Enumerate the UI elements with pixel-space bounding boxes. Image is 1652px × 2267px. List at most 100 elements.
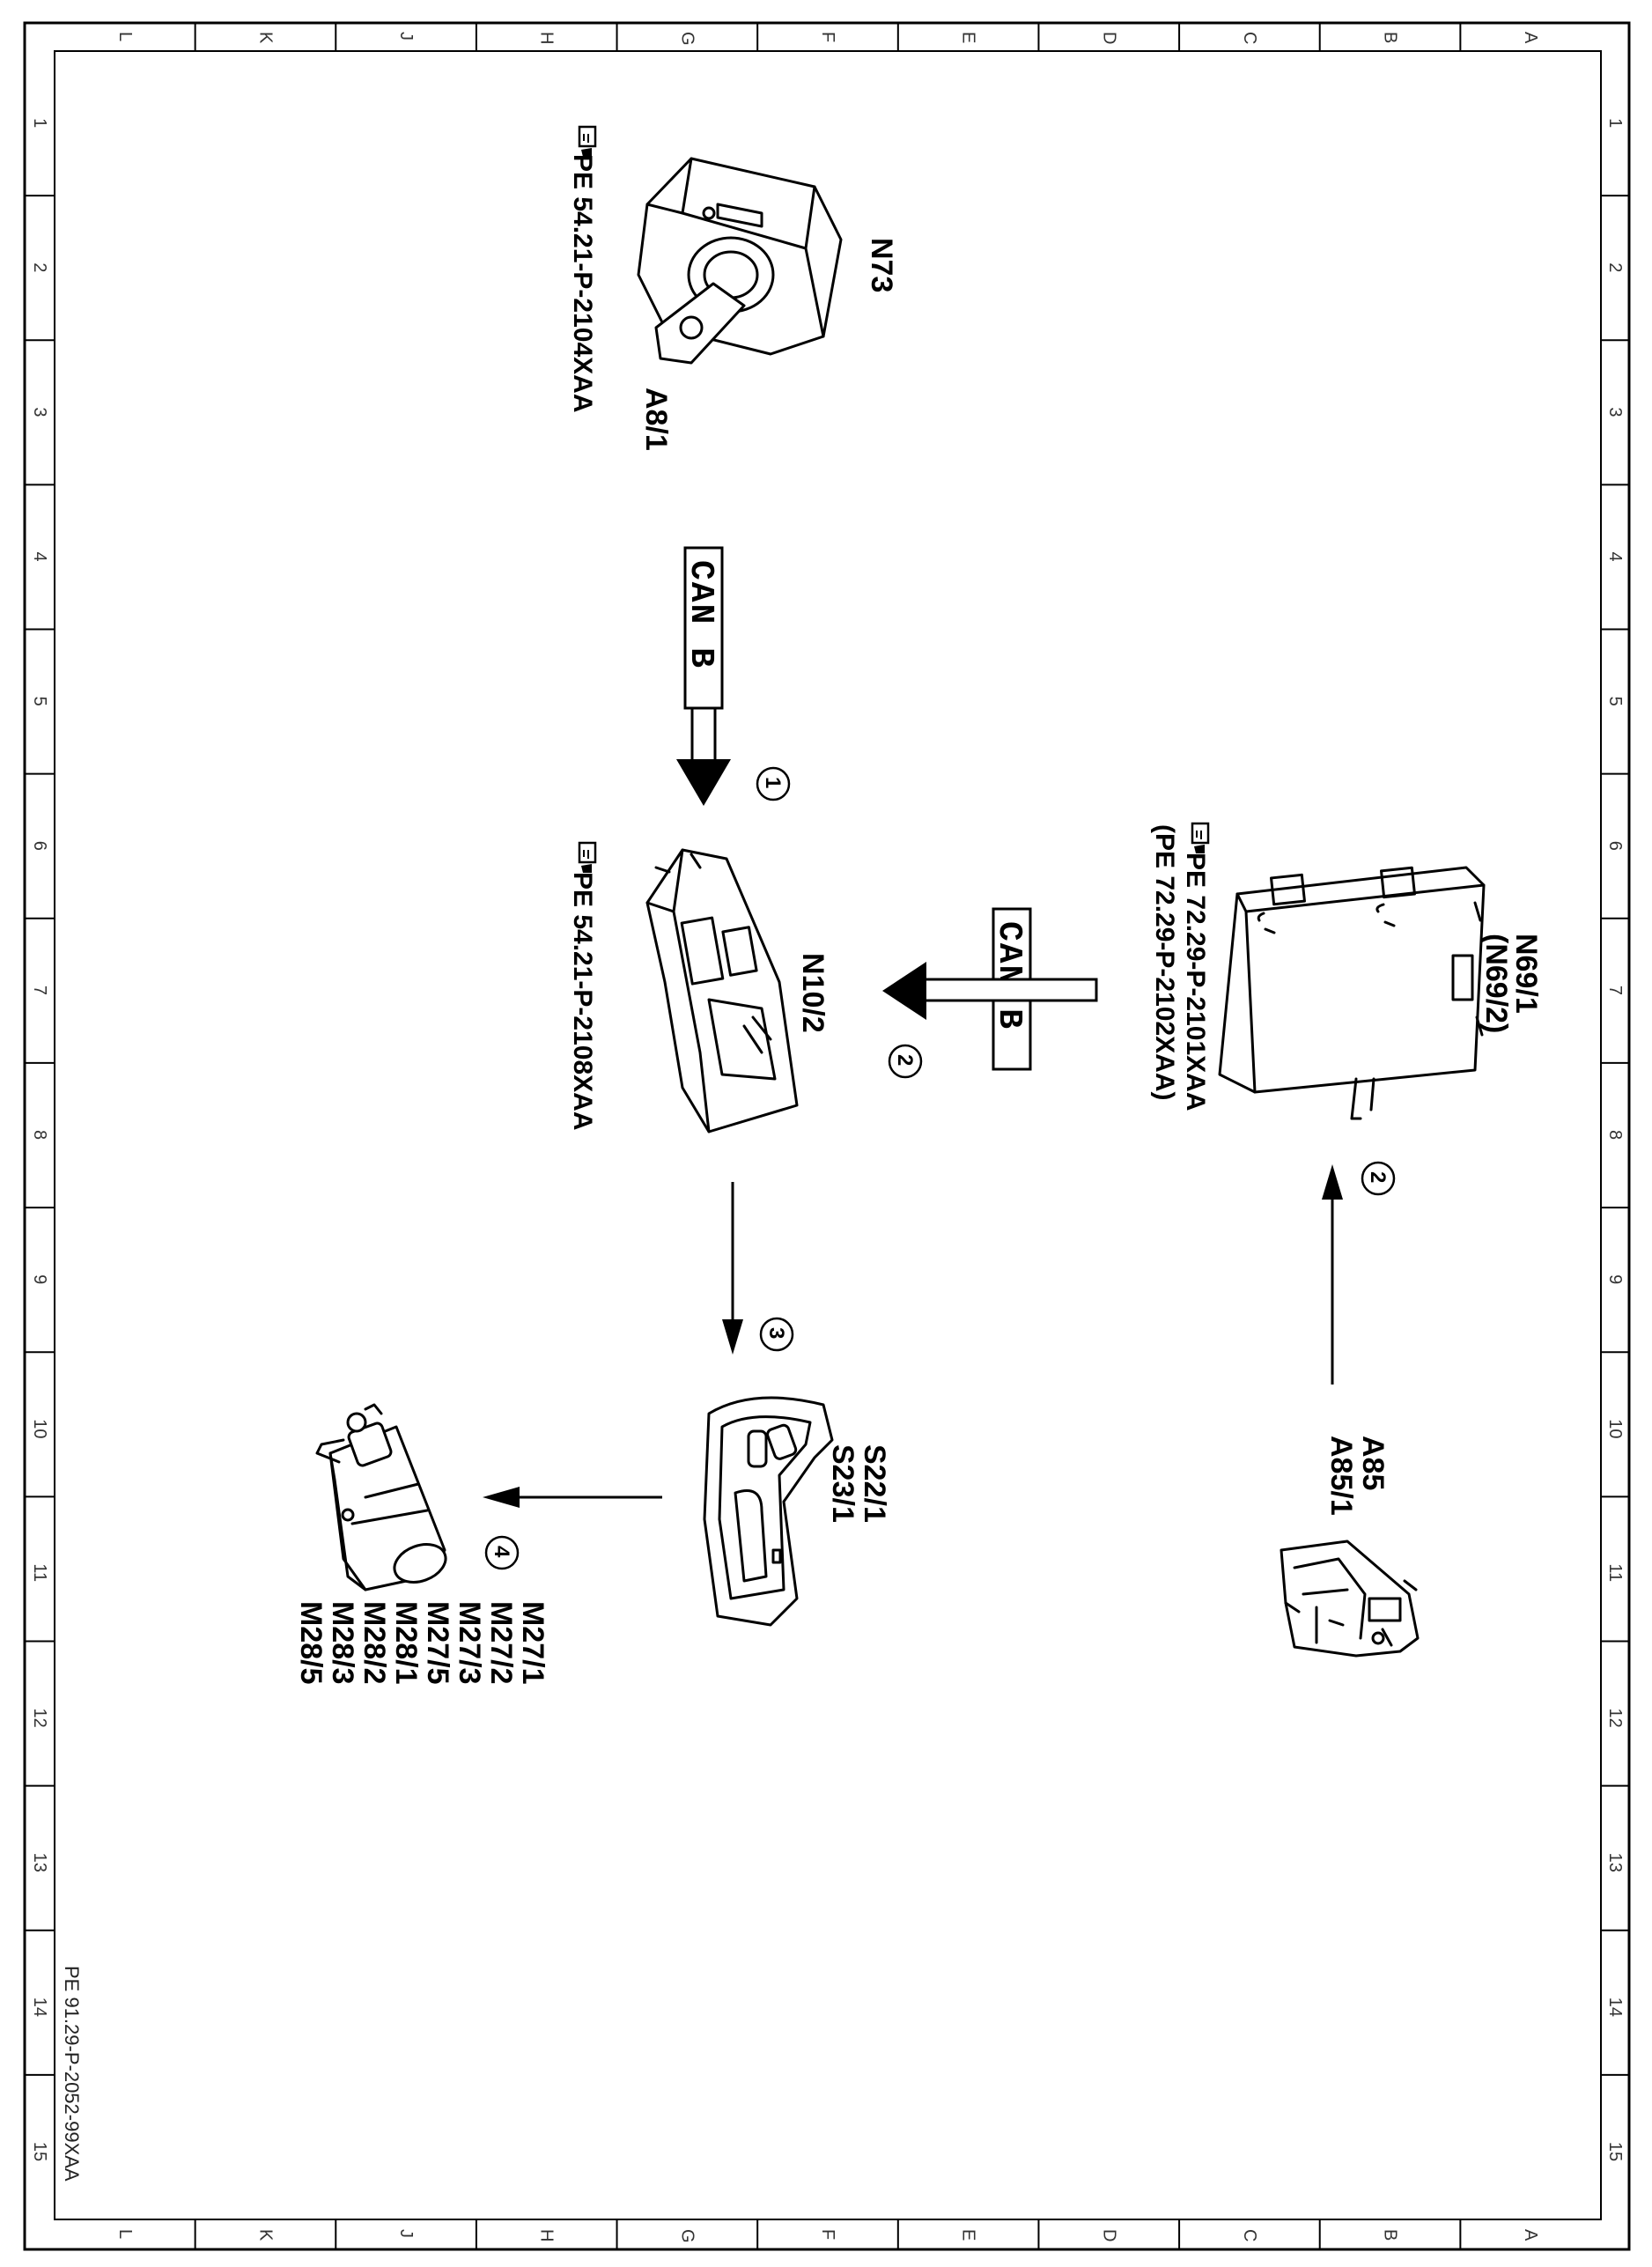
motor-label-3: M27/5 <box>421 1601 454 1685</box>
step-2-marker-mid: 2 <box>888 1044 923 1079</box>
motor-label-6: M28/3 <box>326 1601 359 1685</box>
svg-text:4: 4 <box>490 1546 513 1558</box>
grid-row-label: 4 <box>30 551 49 561</box>
grid-column-label: C <box>1240 32 1259 44</box>
grid-row-label: 5 <box>30 697 49 706</box>
grid-row-label: 10 <box>1605 1419 1625 1438</box>
n10-2-label: N10/2 <box>796 953 830 1033</box>
motor-label-2: M27/3 <box>453 1601 486 1685</box>
grid-column-label: D <box>1099 2229 1118 2241</box>
grid-row-label: 7 <box>30 986 49 995</box>
pointing-hand-book-icon <box>578 841 597 873</box>
grid-column-label: K <box>255 32 275 44</box>
grid-column-label: L <box>115 32 135 41</box>
grid-column-label: H <box>537 2229 557 2241</box>
motor-label-5: M28/2 <box>358 1601 391 1685</box>
a85-lock-drawing <box>1280 1540 1420 1658</box>
grid-column-label: B <box>1381 32 1400 43</box>
grid-row-label: 6 <box>30 841 49 851</box>
grid-column-label: E <box>959 32 978 43</box>
a85-label-line2: A85/1 <box>1324 1436 1358 1516</box>
grid-column-label: H <box>537 32 557 44</box>
n10-2-ref: PE 54.21-P-2108XAA <box>568 872 597 1131</box>
svg-text:2: 2 <box>1366 1171 1390 1183</box>
grid-row-label: 11 <box>30 1563 49 1582</box>
grid-row-label: 15 <box>30 2142 49 2161</box>
grid-ticks <box>25 23 1629 2249</box>
grid-row-label: 8 <box>30 1130 49 1140</box>
grid-row-label: 1 <box>1605 118 1625 128</box>
grid-row-label: 10 <box>30 1419 49 1438</box>
grid-column-label: C <box>1240 2229 1259 2241</box>
grid-row-label: 2 <box>1605 262 1625 272</box>
pointing-hand-book-icon <box>1191 822 1210 853</box>
grid-column-label: E <box>959 2229 978 2241</box>
arrow-a85-to-n69 <box>1322 1164 1343 1385</box>
s22-seat-switch-drawing <box>703 1396 834 1627</box>
grid-row-label: 9 <box>30 1274 49 1284</box>
grid-row-label: 3 <box>1605 407 1625 417</box>
motor-label-0: M27/1 <box>516 1601 549 1685</box>
grid-column-label: D <box>1099 32 1118 44</box>
n69-ref2: (PE 72.29-P-2102XAA) <box>1150 824 1179 1100</box>
document-number: PE 91.29-P-2052-99XAA <box>61 1966 83 2182</box>
arrow-n10-2-to-s22 <box>722 1182 743 1355</box>
grid-row-label: 13 <box>30 1853 49 1872</box>
s22-label-line2: S23/1 <box>826 1444 859 1523</box>
grid-row-label: 7 <box>1605 986 1625 995</box>
step-3-marker: 3 <box>759 1317 794 1352</box>
can-mid-label: CAN B <box>990 921 1028 1030</box>
grid-column-label: A <box>1521 32 1540 44</box>
n69-label-line1: N69/1 <box>1509 934 1543 1014</box>
can-mid-arrow <box>882 962 1098 1020</box>
n69-ref1: PE 72.29-P-2101XAA <box>1181 853 1210 1111</box>
step-2-marker-right: 2 <box>1361 1161 1396 1196</box>
grid-row-label: 15 <box>1605 2142 1625 2161</box>
pointing-hand-book-icon <box>578 125 597 157</box>
grid-row-label: 14 <box>1605 1997 1625 2017</box>
grid-row-label: 11 <box>1605 1563 1625 1582</box>
svg-text:3: 3 <box>764 1327 788 1339</box>
grid-row-label: 14 <box>30 1997 49 2017</box>
grid-row-label: 13 <box>1605 1853 1625 1872</box>
can-top-arrow <box>676 706 731 806</box>
grid-column-label: F <box>818 2229 837 2240</box>
motor-label-4: M28/1 <box>389 1601 423 1685</box>
grid-row-label: 3 <box>30 407 49 417</box>
grid-column-label: B <box>1381 2229 1400 2241</box>
n73-label: N73 <box>865 238 898 292</box>
can-top-box <box>683 546 724 710</box>
n10-2-module-drawing <box>645 848 799 1134</box>
grid-row-label: 5 <box>1605 697 1625 706</box>
n69-label-line2: (N69/2) <box>1479 934 1513 1033</box>
seat-motor-drawing <box>315 1403 447 1591</box>
grid-column-label: A <box>1521 2229 1540 2241</box>
s22-label-line1: S22/1 <box>858 1444 891 1523</box>
grid-column-label: K <box>255 2229 275 2241</box>
grid-row-label: 6 <box>1605 841 1625 851</box>
a85-label-line1: A85 <box>1356 1436 1390 1490</box>
grid-row-label: 8 <box>1605 1130 1625 1140</box>
step-1-marker: 1 <box>756 766 791 801</box>
grid-column-label: J <box>396 32 416 41</box>
motor-label-1: M27/2 <box>484 1601 518 1685</box>
svg-text:2: 2 <box>893 1054 917 1066</box>
grid-row-label: 12 <box>1605 1709 1625 1728</box>
grid-row-label: 9 <box>1605 1274 1625 1284</box>
motor-label-7: M28/5 <box>294 1601 328 1685</box>
arrow-s22-to-motors <box>483 1487 662 1508</box>
n69-door-module-drawing <box>1218 866 1486 1120</box>
inner-frame <box>54 50 1602 2220</box>
a8-1-label: A8/1 <box>639 388 673 451</box>
n73-ignition-switch-drawing <box>637 157 843 365</box>
a8-1-ref: PE 54.21-P-2104XAA <box>568 154 597 413</box>
grid-column-label: L <box>115 2229 135 2239</box>
grid-row-label: 1 <box>30 118 49 128</box>
grid-column-label: F <box>818 32 837 42</box>
grid-column-label: J <box>396 2229 416 2238</box>
grid-row-label: 4 <box>1605 551 1625 561</box>
grid-row-label: 2 <box>30 262 49 272</box>
step-4-marker: 4 <box>484 1535 520 1570</box>
